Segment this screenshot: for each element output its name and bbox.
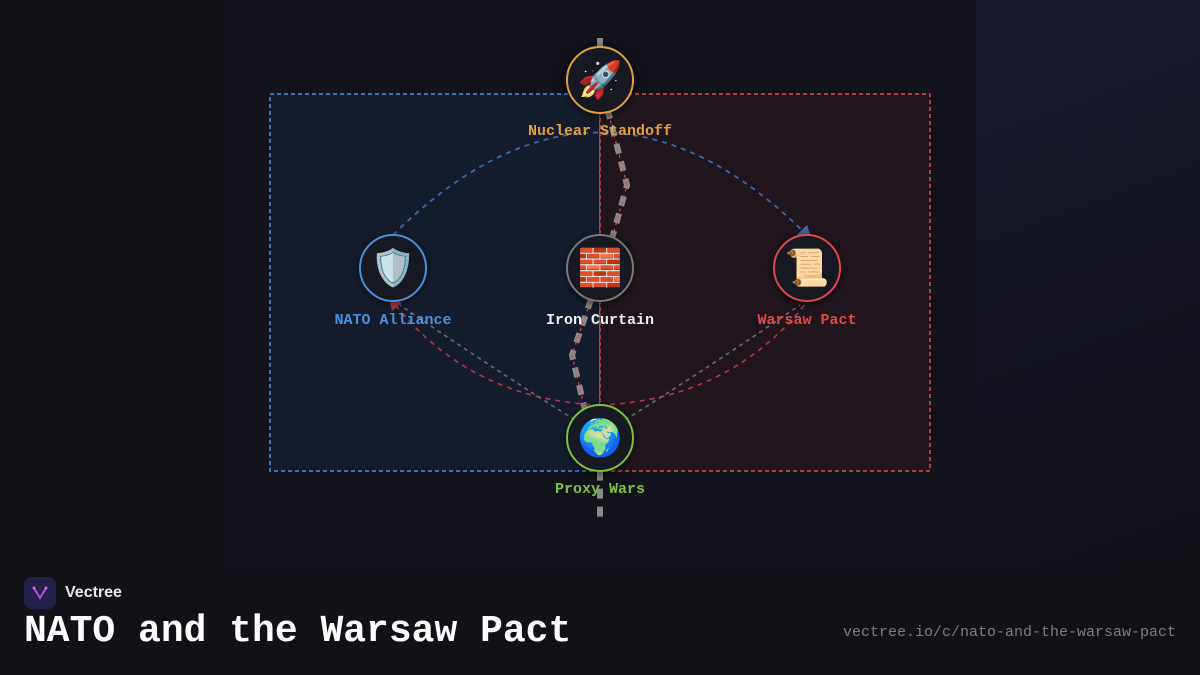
node-nato-alliance[interactable]: 🛡️ <box>359 234 427 302</box>
edge-proxy-nato-grey <box>399 304 576 421</box>
brick-wall-icon: 🧱 <box>577 248 623 289</box>
label-warsaw-pact: Warsaw Pact <box>757 312 857 329</box>
edge-proxy-nato-red <box>389 296 601 406</box>
node-iron-curtain[interactable]: 🧱 <box>566 234 634 302</box>
brand[interactable]: Vectree <box>24 577 122 609</box>
node-proxy-wars[interactable]: 🌍 <box>566 404 634 472</box>
globe-icon: 🌍 <box>577 418 623 459</box>
vectree-logo-icon <box>24 577 56 609</box>
group-west <box>269 93 601 472</box>
page-url[interactable]: vectree.io/c/nato-and-the-warsaw-pact <box>842 624 1176 641</box>
node-nuclear-standoff[interactable]: 🚀 <box>566 46 634 114</box>
background-glow <box>976 0 1200 565</box>
brand-name: Vectree <box>65 584 122 601</box>
label-iron-curtain: Iron Curtain <box>545 312 655 329</box>
page-title: NATO and the Warsaw Pact <box>24 610 572 653</box>
edge-proxy-warsaw-grey <box>624 304 801 421</box>
label-nuclear-standoff: Nuclear Standoff <box>527 123 673 140</box>
scroll-icon: 📜 <box>784 248 830 289</box>
label-proxy-wars: Proxy Wars <box>554 481 646 498</box>
edge-proxy-warsaw-red <box>599 301 808 406</box>
node-warsaw-pact[interactable]: 📜 <box>773 234 841 302</box>
group-east <box>599 93 931 472</box>
edge-nato-warsaw <box>392 131 813 241</box>
label-nato-alliance: NATO Alliance <box>334 312 452 329</box>
shield-icon: 🛡️ <box>370 248 416 289</box>
rocket-icon: 🚀 <box>577 60 623 101</box>
